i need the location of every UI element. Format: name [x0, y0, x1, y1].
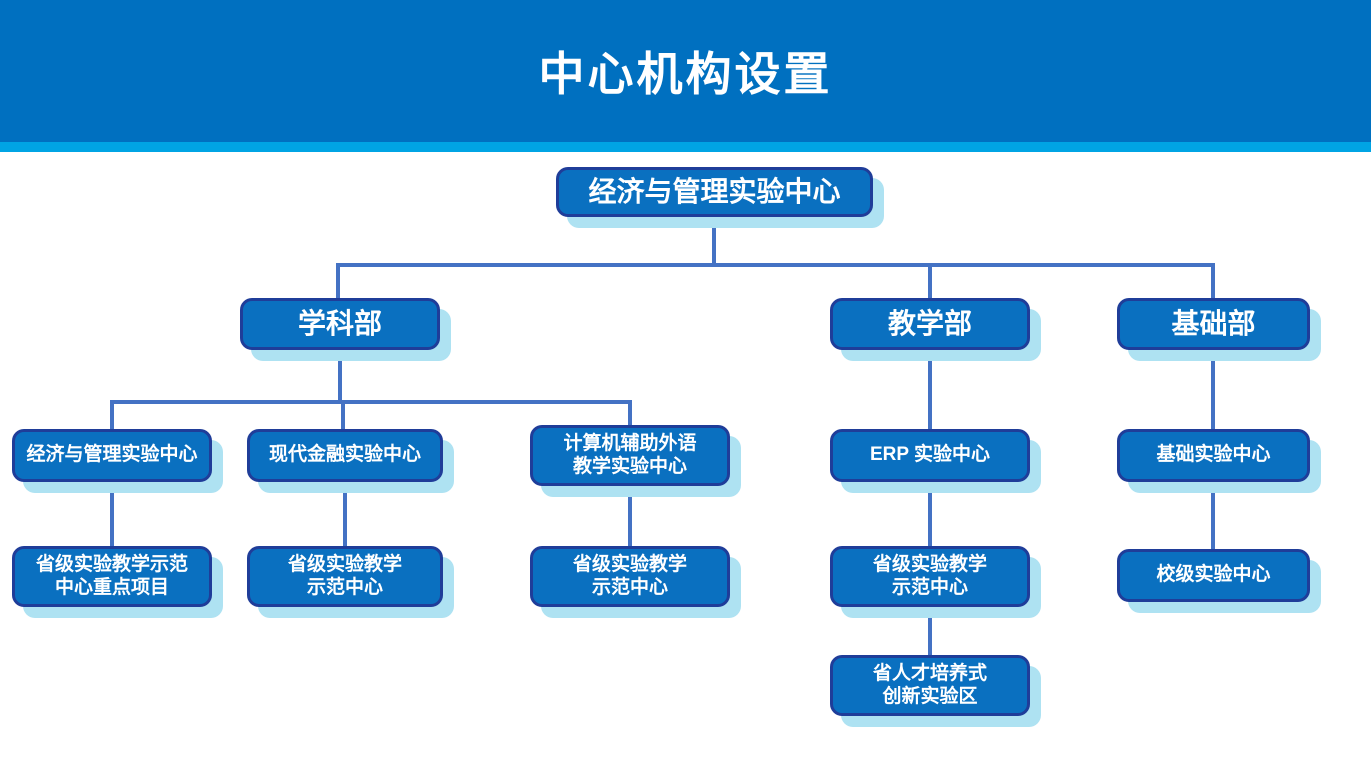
org-node-econ-mgmt-center: 经济与管理实验中心 [12, 429, 212, 482]
org-node-dept-teaching: 教学部 [830, 298, 1030, 350]
org-node-dept-discipline: 学科部 [240, 298, 440, 350]
org-node-basic-center: 基础实验中心 [1117, 429, 1310, 482]
page-title: 中心机构设置 [538, 48, 833, 100]
org-node-provincial-demo-cafl: 省级实验教学 示范中心 [530, 546, 730, 607]
org-node-modern-finance-center: 现代金融实验中心 [247, 429, 443, 482]
org-node-cafl-center: 计算机辅助外语 教学实验中心 [530, 425, 730, 486]
org-node-erp-center: ERP 实验中心 [830, 429, 1030, 482]
org-node-provincial-demo-key-project: 省级实验教学示范 中心重点项目 [12, 546, 212, 607]
header-accent-stripe [0, 142, 1371, 152]
org-node-provincial-demo-finance: 省级实验教学 示范中心 [247, 546, 443, 607]
org-node-talent-innovation-zone: 省人才培养式 创新实验区 [830, 655, 1030, 716]
org-node-dept-foundation: 基础部 [1117, 298, 1310, 350]
org-node-school-level-center: 校级实验中心 [1117, 549, 1310, 602]
header-banner: 中心机构设置 [0, 0, 1371, 142]
org-node-provincial-demo-erp: 省级实验教学 示范中心 [830, 546, 1030, 607]
org-node-root: 经济与管理实验中心 [556, 167, 873, 217]
